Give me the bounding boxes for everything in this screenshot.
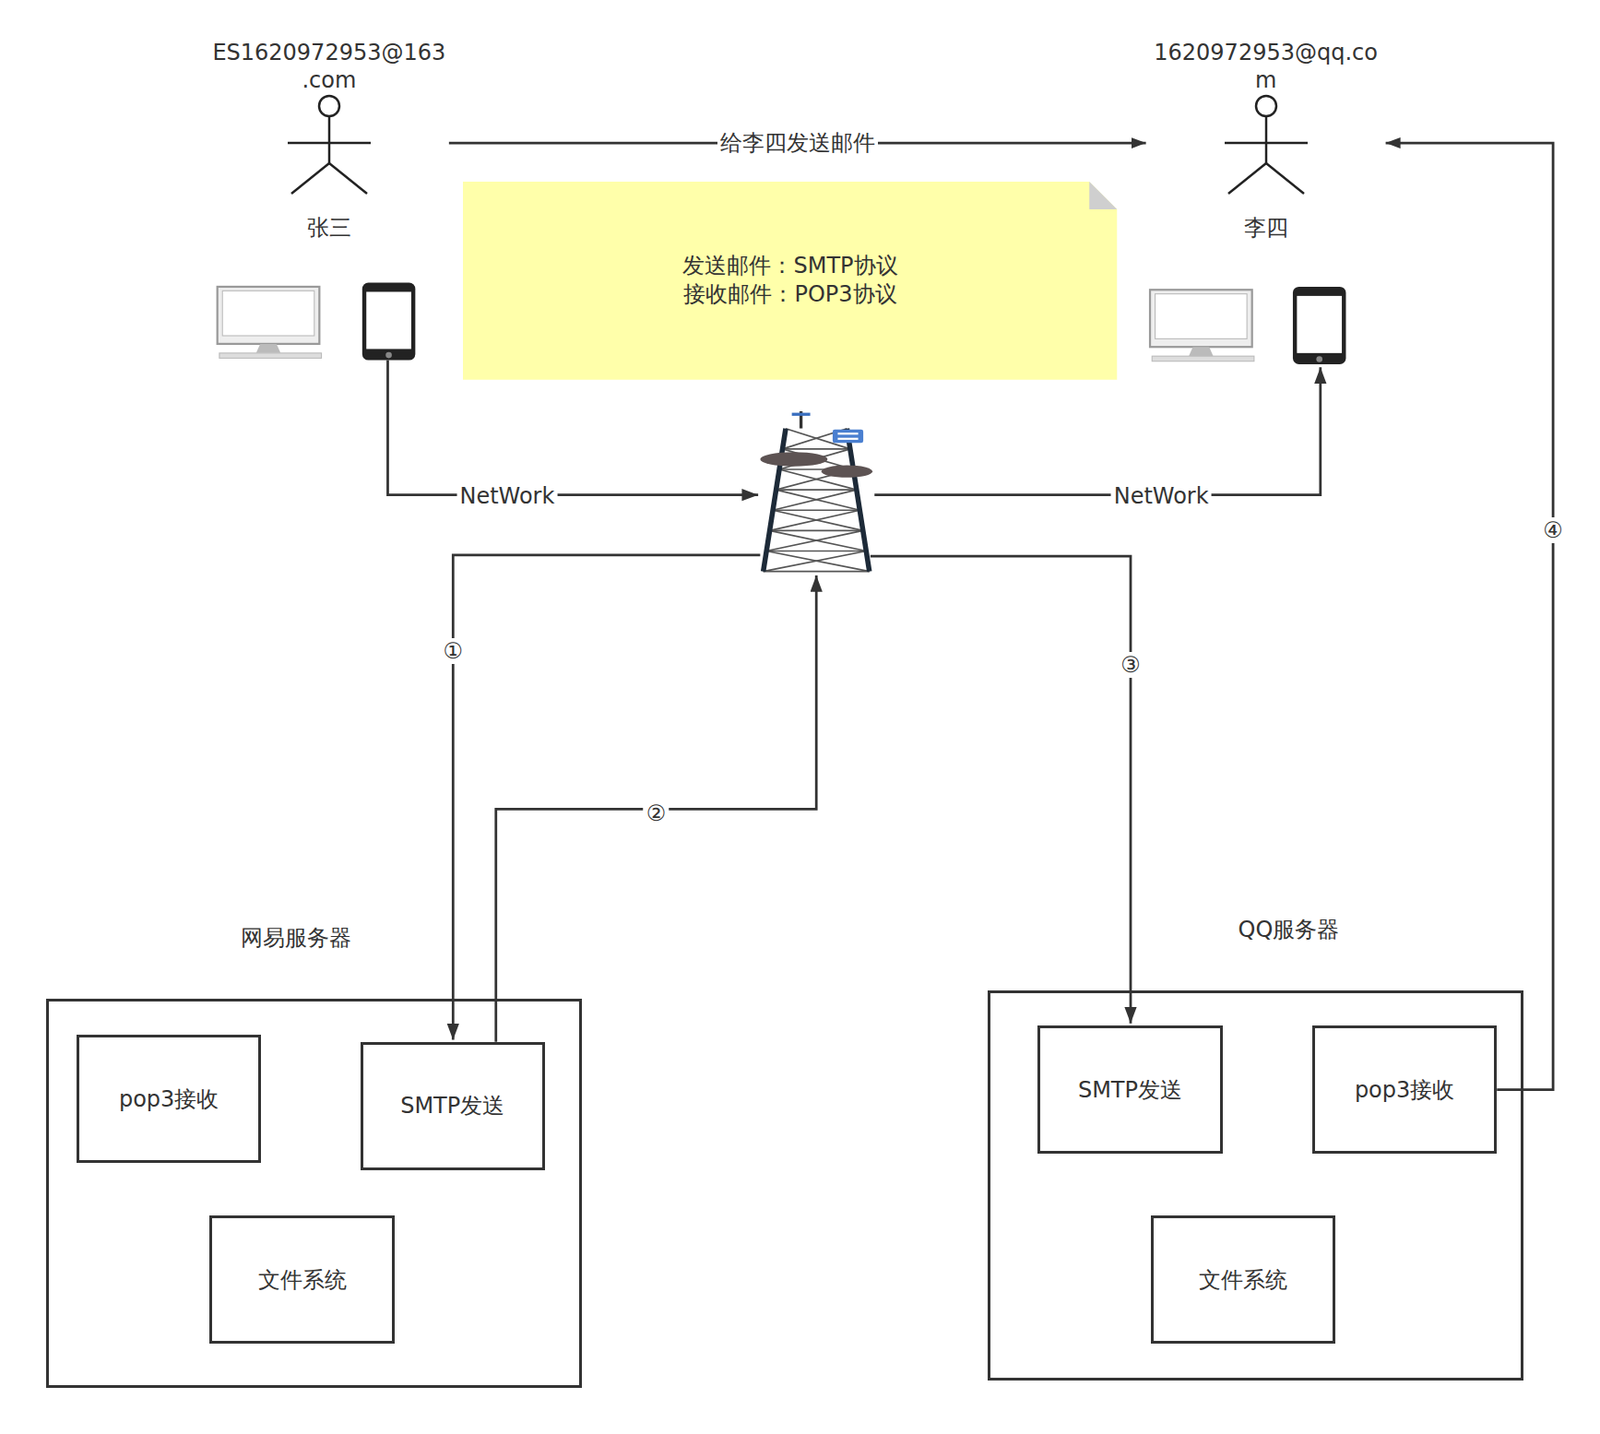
flow-line	[496, 575, 817, 1043]
server-box: QQ服务器SMTP发送pop3接收文件系统	[987, 990, 1524, 1381]
stick-figure	[1224, 94, 1308, 197]
edge-label: 给李四发送邮件	[717, 128, 878, 158]
computer-icon	[217, 286, 322, 358]
network-line	[387, 360, 759, 496]
process-box: pop3接收	[76, 1034, 261, 1163]
note: 发送邮件：SMTP协议接收邮件：POP3协议	[462, 181, 1117, 380]
network-lines	[387, 360, 1320, 1043]
email-address: 1620972953@qq.com	[1146, 38, 1387, 95]
box-label: SMTP发送	[1078, 1075, 1183, 1105]
computer-icon	[1149, 289, 1255, 361]
network-tower	[759, 411, 873, 572]
process-box: 文件系统	[209, 1215, 395, 1344]
email-address: ES1620972953@163.com	[209, 38, 450, 95]
actor: 1620972953@qq.com 李四	[1146, 38, 1387, 243]
step-number: ②	[643, 800, 670, 827]
connector	[1386, 142, 1553, 1091]
illustration	[217, 283, 1347, 1043]
server-title: QQ服务器	[1238, 914, 1340, 945]
box-label: 文件系统	[1198, 1265, 1288, 1295]
box-label: SMTP发送	[400, 1090, 505, 1121]
server-box: 网易服务器pop3接收SMTP发送文件系统	[46, 998, 582, 1388]
box-label: pop3接收	[1354, 1075, 1455, 1105]
process-box: pop3接收	[1312, 1025, 1497, 1154]
step-number: ①	[440, 638, 467, 664]
note-text: 发送邮件：SMTP协议	[682, 251, 898, 281]
box-label: 文件系统	[258, 1265, 347, 1295]
edge-label: ④	[1540, 517, 1566, 544]
process-box: SMTP发送	[360, 1042, 546, 1171]
phone-icon	[362, 283, 416, 361]
note-shape	[462, 181, 1117, 380]
server-title: 网易服务器	[240, 923, 352, 953]
actor-name: 李四	[1244, 213, 1289, 243]
process-box: 文件系统	[1150, 1215, 1336, 1344]
network-label: NetWork	[456, 483, 558, 510]
stick-figure	[287, 94, 371, 197]
process-box: SMTP发送	[1037, 1025, 1222, 1154]
actor: ES1620972953@163.com 张三	[209, 38, 450, 243]
note-text: 接收邮件：POP3协议	[683, 280, 897, 309]
flow-line	[452, 555, 760, 1041]
phone-icon	[1292, 286, 1347, 365]
actor-name: 张三	[307, 213, 352, 243]
flow-line	[870, 556, 1131, 1024]
network-label: NetWork	[1111, 483, 1212, 510]
step-number: ③	[1117, 651, 1144, 678]
network-line	[874, 367, 1321, 495]
connectors	[449, 142, 1553, 1091]
box-label: pop3接收	[118, 1084, 219, 1115]
